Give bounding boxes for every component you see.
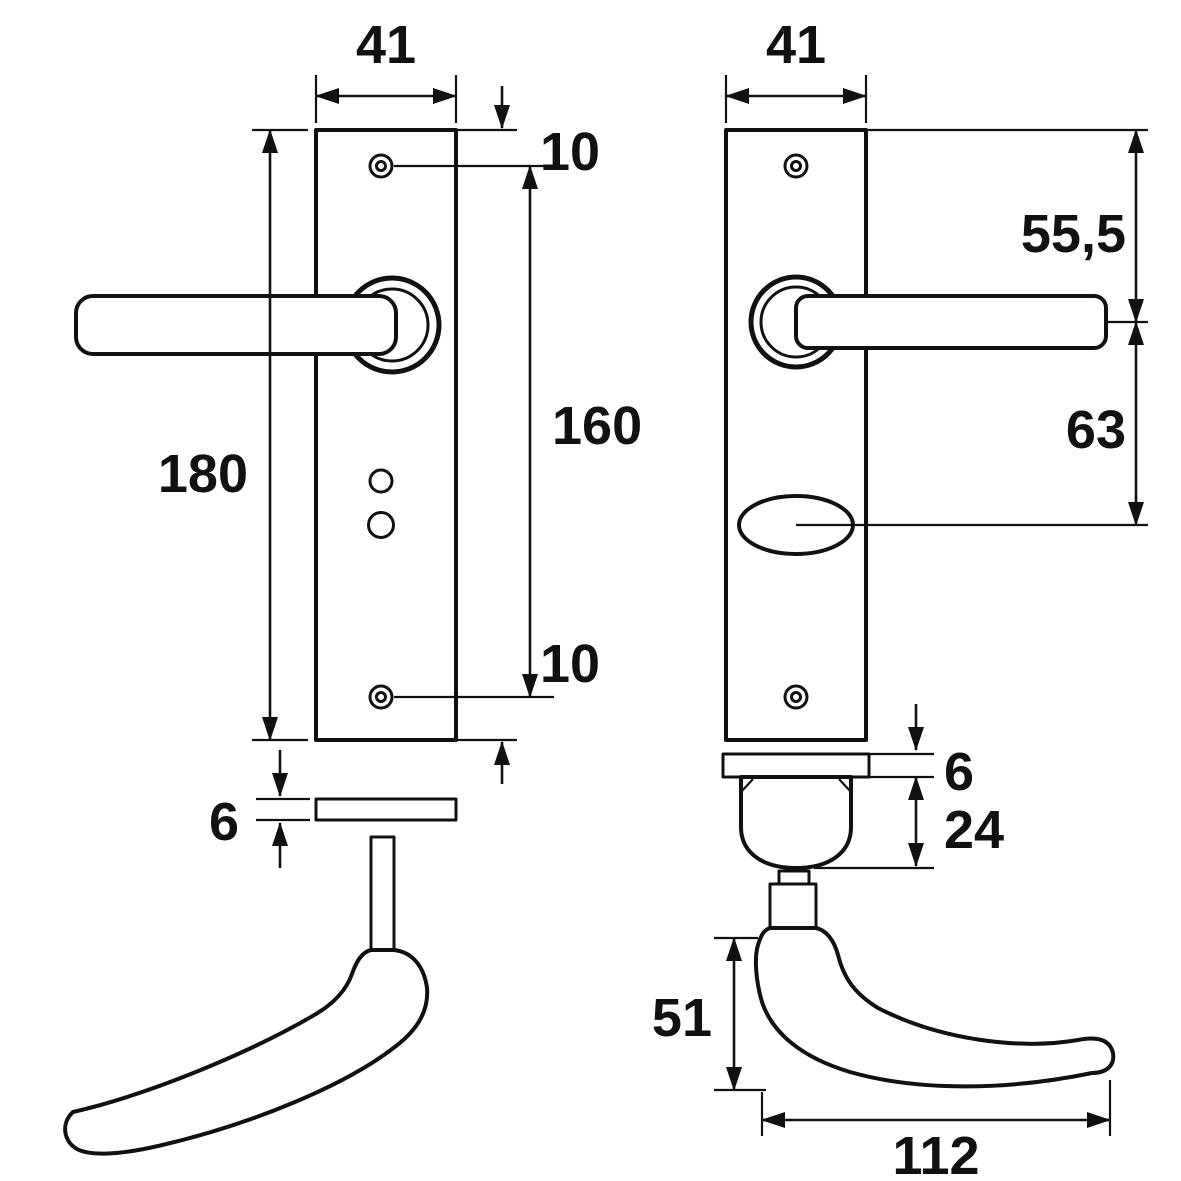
- nut-bevel: [838, 778, 852, 793]
- handle-grip-right: [753, 926, 1116, 1089]
- plate-side-profile: [314, 797, 458, 822]
- plate-hole-upper: [368, 468, 394, 494]
- dim-label-nut-height: 24: [944, 800, 1004, 860]
- spindle-stub: [768, 882, 818, 934]
- dim-label-plate-height: 180: [158, 444, 248, 504]
- dim-label-plate-width-front: 41: [356, 15, 416, 75]
- handle-grip-left: [63, 948, 430, 1156]
- nut-bevel: [740, 778, 754, 793]
- side-view: [721, 128, 1148, 1089]
- top-screw-center: [375, 160, 387, 172]
- side-view-dimensions: 41 55,5 63 6 24 51 112: [652, 15, 1148, 1181]
- dim-label-handle-to-keyhole: 63: [1066, 400, 1126, 460]
- dim-label-handle-height: 51: [652, 988, 712, 1048]
- top-screw-center: [790, 160, 802, 172]
- bottom-screw-center: [790, 691, 802, 703]
- dim-label-top-screw-offset: 10: [540, 122, 600, 182]
- lever-side: [794, 294, 1108, 350]
- fixing-nut: [739, 775, 853, 870]
- front-view-dimensions: 41 10 160 10 180 6: [158, 15, 642, 868]
- lever-front: [74, 294, 398, 356]
- backplate-front: [314, 128, 458, 742]
- dim-label-flange-thickness: 6: [944, 742, 974, 802]
- plate-hole-lower: [367, 511, 395, 539]
- dim-label-top-to-handle-axis: 55,5: [1021, 204, 1126, 264]
- dim-label-plate-thickness: 6: [209, 792, 239, 852]
- dim-label-plate-width-side: 41: [766, 15, 826, 75]
- flange: [721, 752, 871, 779]
- dim-label-bottom-screw-offset: 10: [540, 634, 600, 694]
- dim-label-screw-spacing: 160: [552, 396, 642, 456]
- bottom-screw-center: [375, 691, 387, 703]
- handle-stem-left: [369, 835, 396, 957]
- spindle-tip: [777, 869, 811, 886]
- backplate-side: [724, 128, 868, 742]
- dim-label-handle-length: 112: [892, 1126, 979, 1181]
- front-view: [63, 128, 458, 1156]
